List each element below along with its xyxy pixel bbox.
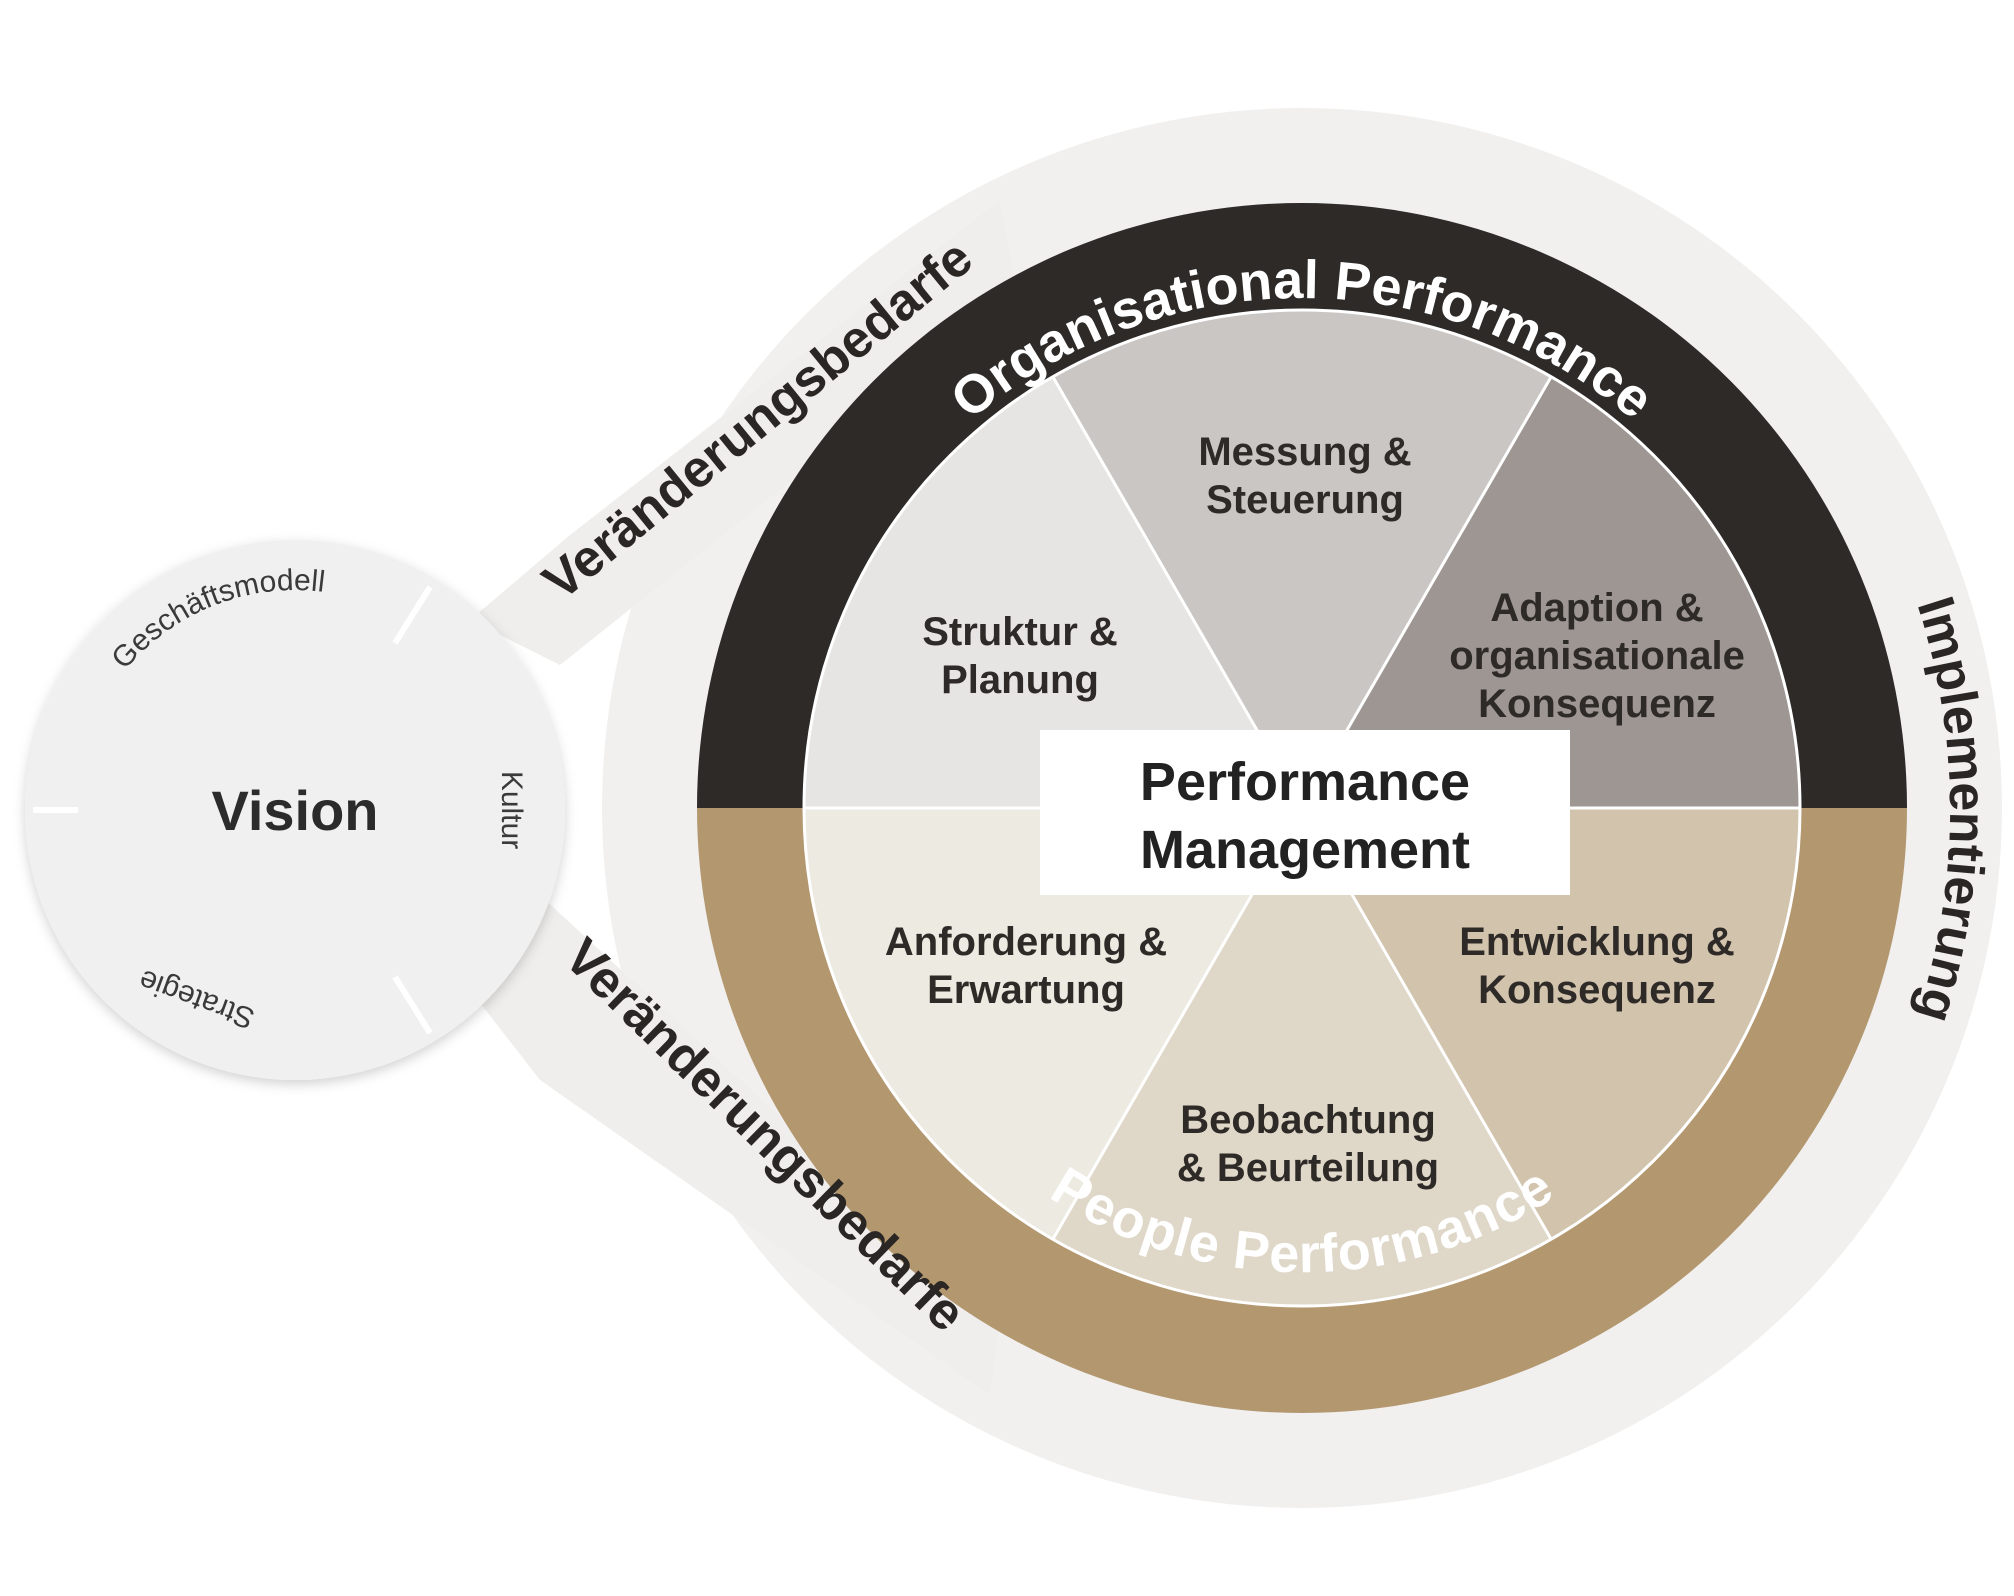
vision-dividers [33,585,433,1035]
vision-circle [25,540,565,1080]
center-box [1040,730,1570,895]
beobachtung-label-1: Beobachtung [1180,1098,1436,1142]
entwicklung-label-1: Entwicklung & [1459,920,1735,964]
vision-group: Vision Geschäftsmodell Kultur Strategie [25,540,565,1080]
segment-struktur-planung [804,377,1302,808]
segment-adaption-konsequenz [1302,377,1800,808]
lower-connector-band [470,895,1000,1395]
vision-title: Vision [211,779,378,842]
center-title-line1: Performance [1140,752,1470,812]
messung-label-2: Steuerung [1206,478,1404,522]
struktur-label-1: Struktur & [922,610,1118,654]
segment-beobachtung-beurteilung [1053,808,1551,1306]
ring-top-organisational [697,203,1907,808]
adaption-label-1: Adaption & [1490,586,1703,630]
adaption-label-3: Konsequenz [1478,682,1716,726]
segment-messung-steuerung [1053,310,1551,808]
anforderung-label-1: Anforderung & [885,920,1167,964]
vision-item-kultur: Kultur [495,771,528,849]
segment-entwicklung-konsequenz [1302,808,1800,1239]
segment-anforderung-erwartung [804,808,1302,1239]
beobachtung-label-2: & Beurteilung [1177,1146,1439,1190]
upper-connector-band [470,200,1018,665]
entwicklung-label-2: Konsequenz [1478,968,1716,1012]
adaption-label-2: organisationale [1449,634,1745,678]
struktur-label-2: Planung [941,658,1099,702]
messung-label-1: Messung & [1198,430,1411,474]
anforderung-label-2: Erwartung [927,968,1125,1012]
center-title-line2: Management [1140,820,1470,880]
ring-bottom-people [697,808,1907,1413]
